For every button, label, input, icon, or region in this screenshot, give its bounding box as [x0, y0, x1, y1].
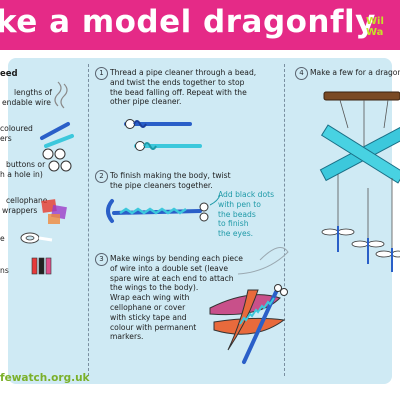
- bead-icon-4: [60, 160, 72, 172]
- need-item-3b: h a hole in): [0, 170, 43, 179]
- step-2-illustration: [106, 194, 221, 223]
- bead-icon-1: [42, 148, 54, 160]
- step-3-illustration: [209, 247, 289, 364]
- divider-left: [88, 64, 89, 376]
- need-item-5: e: [0, 234, 5, 243]
- need-item-2a: coloured: [0, 124, 33, 133]
- marker-icon-red: [31, 257, 38, 275]
- instructions-card: [8, 58, 392, 384]
- wire-icon-2: [60, 83, 68, 109]
- step-4-text: Make a few for a dragon: [310, 68, 400, 77]
- need-item-1a: lengths of: [14, 88, 52, 97]
- logo-line-1: Wil: [366, 16, 384, 27]
- step-1-text: Thread a pipe cleaner through a bead, an…: [110, 68, 257, 107]
- wire-icon: [54, 81, 62, 107]
- step-4-mobile-illustration: [319, 91, 400, 272]
- needs-heading: eed: [0, 69, 18, 79]
- step-1-number: 1: [95, 67, 108, 80]
- logo-line-2: Wa: [366, 27, 384, 38]
- step-3-number: 3: [95, 253, 108, 266]
- step-1-illustration: [124, 119, 202, 151]
- step-4-number: 4: [295, 67, 308, 80]
- need-item-2b: ers: [0, 134, 12, 143]
- hanging-dragonfly-2: [351, 238, 385, 264]
- marker-icon-pink: [45, 257, 52, 275]
- need-item-6: ns: [0, 266, 9, 275]
- pipe-cleaner-icon-blue: [40, 122, 70, 140]
- bead-icon-3: [48, 160, 60, 172]
- pipe-cleaner-icon-cyan: [44, 134, 74, 148]
- cellophane-icon-3: [48, 214, 60, 224]
- divider-right: [284, 64, 285, 376]
- materials-illustrations: [20, 81, 74, 275]
- footer-url[interactable]: fewatch.org.uk: [0, 372, 90, 384]
- need-item-4a: cellophane: [6, 196, 48, 205]
- need-item-3a: buttons or: [6, 160, 46, 169]
- hanging-dragonfly-1: [321, 226, 355, 252]
- logo: Wil Wa: [366, 16, 384, 38]
- step-2-text: To finish making the body, twist the pip…: [110, 171, 231, 190]
- hanging-dragonfly-3: [375, 248, 400, 272]
- bead-icon-2: [54, 148, 66, 160]
- step-2-note: Add black dots with pen to the beads to …: [218, 190, 275, 239]
- need-item-1b: endable wire: [2, 98, 51, 107]
- step-3-text: Make wings by bending each piece of wire…: [110, 254, 243, 342]
- page-title: ke a model dragonfly: [0, 4, 376, 40]
- need-item-4b: wrappers: [2, 206, 38, 215]
- step-2-number: 2: [95, 170, 108, 183]
- header-banner: ke a model dragonfly Wil Wa: [0, 0, 400, 50]
- marker-icon-black: [38, 257, 45, 275]
